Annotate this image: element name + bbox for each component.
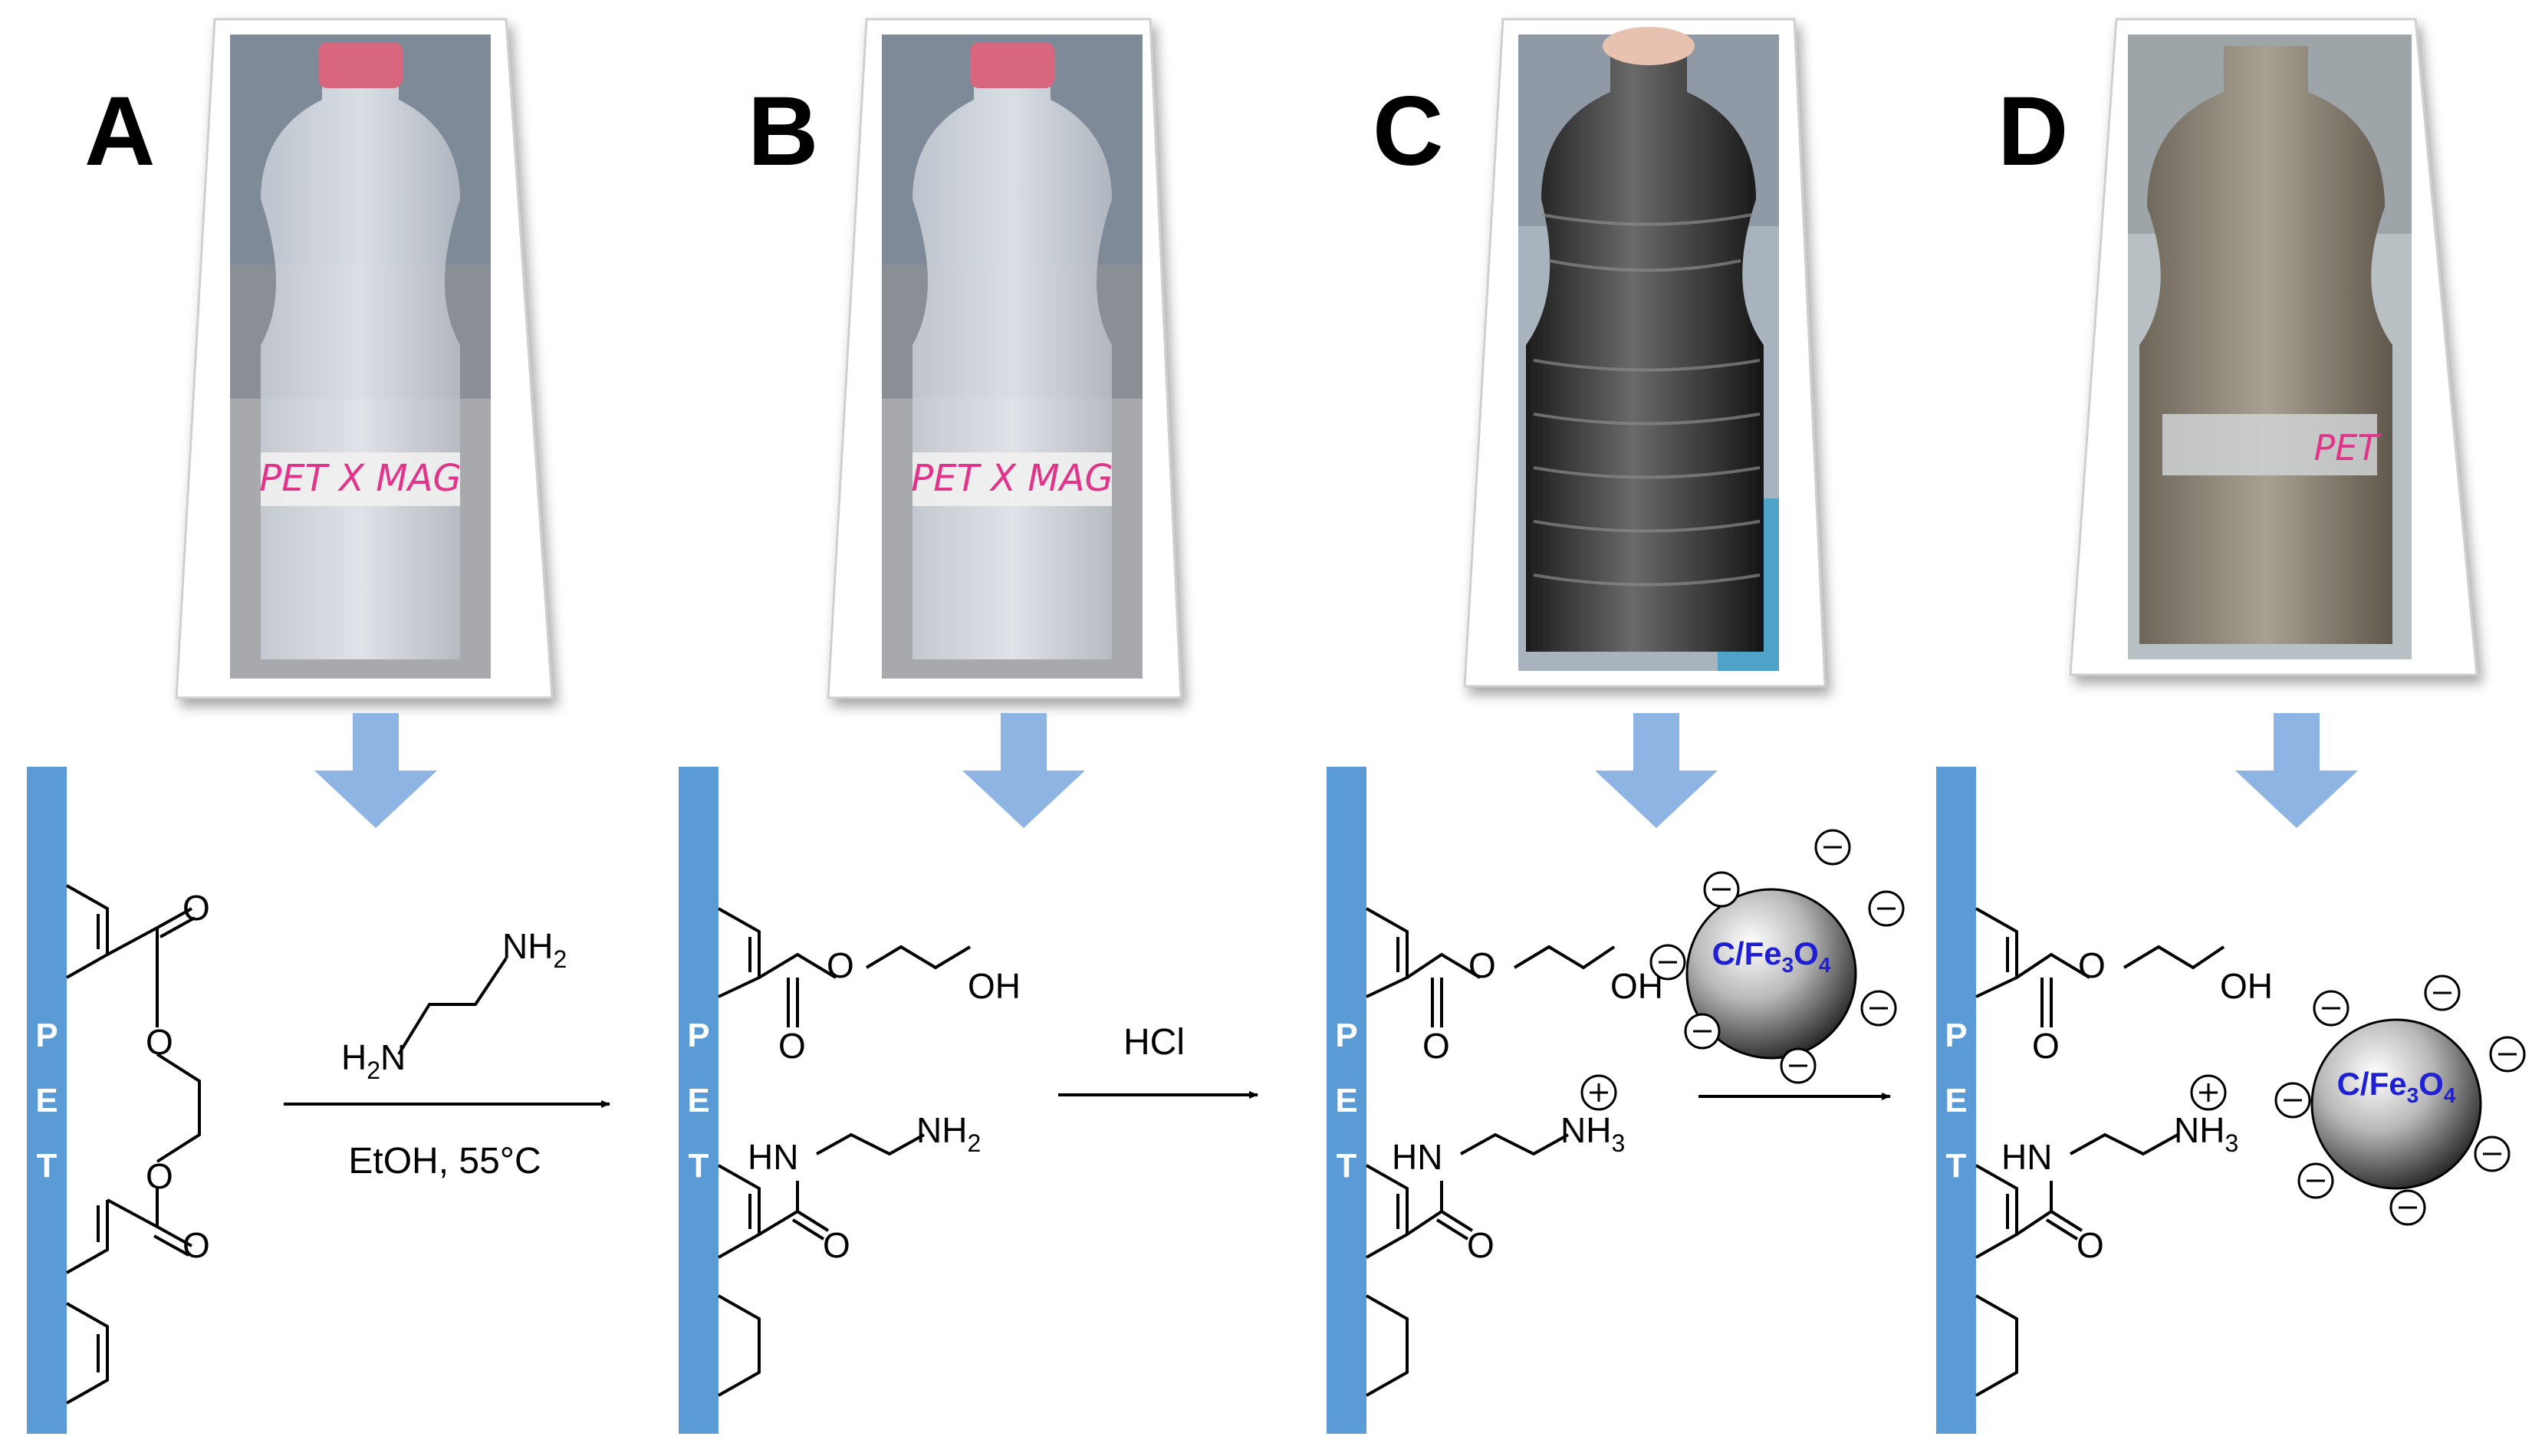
panel-letter-d: D: [1998, 77, 2068, 186]
magnetic-particle-d: C/Fe3O4: [2310, 1018, 2482, 1190]
atom-o: O: [1422, 1026, 1450, 1066]
particle-charges-c: [1684, 829, 1905, 1084]
svg-text:NH3: NH3: [2174, 1110, 2238, 1157]
step1-conditions: EtOH, 55°C: [348, 1141, 541, 1182]
atom-o: O: [146, 1156, 173, 1196]
label-text: 2: [553, 945, 567, 973]
pet-surface-d: P E T: [1936, 767, 1976, 1434]
label-text: E: [1335, 1082, 1357, 1119]
step2-reagent: HCl: [1123, 1022, 1185, 1063]
atom-o: O: [146, 1022, 173, 1062]
structure-d: [1975, 907, 2225, 1397]
charge-minus-c-oh: [1649, 944, 1686, 981]
photo-b: PET X MAG: [827, 18, 1182, 699]
panel-letter-a: A: [84, 77, 155, 186]
ethylenediamine: H2N NH2: [341, 926, 567, 1084]
label-text: H: [341, 1037, 367, 1077]
charge-plus-c-nh3: [1580, 1074, 1617, 1111]
photo-c: [1463, 18, 1827, 688]
label-text: P: [35, 1017, 58, 1054]
pet-surface-b: P E T: [679, 767, 718, 1434]
label-text: T: [1337, 1147, 1357, 1185]
atom-o: O: [183, 888, 210, 928]
label-text: P: [687, 1017, 709, 1054]
atom-hn: HN: [748, 1137, 798, 1177]
atom-o: O: [823, 1225, 850, 1265]
atom-oh: OH: [968, 966, 1021, 1006]
label-text: 3: [1782, 953, 1794, 977]
atom-hn: HN: [1392, 1137, 1442, 1177]
atom-o: O: [778, 1026, 806, 1066]
label-text: T: [1946, 1147, 1967, 1185]
label-text: 3: [1611, 1129, 1625, 1157]
atom-o: O: [2032, 1026, 2060, 1066]
label-text: C/Fe: [2337, 1066, 2407, 1102]
label-text: NH: [502, 926, 553, 966]
svg-text:NH2: NH2: [916, 1110, 981, 1157]
atom-oh: OH: [2220, 966, 2273, 1006]
pet-surface-a: P E T: [27, 767, 67, 1434]
bottle-label-d: PET: [2314, 427, 2382, 468]
atom-nh2: NH: [916, 1110, 967, 1150]
atom-nh3: NH: [2174, 1110, 2225, 1150]
particle-charges-d: [2274, 975, 2526, 1226]
label-text: E: [1945, 1082, 1967, 1119]
structure-c: [1366, 907, 1616, 1397]
label-text: E: [687, 1082, 709, 1119]
photo-d: PET: [2069, 18, 2478, 676]
label-text: P: [1335, 1017, 1357, 1054]
structure-a: [66, 884, 201, 1405]
svg-text:C/Fe3O4: C/Fe3O4: [2337, 1066, 2456, 1107]
label-text: E: [35, 1082, 58, 1119]
charge-plus-d-nh3: [2190, 1074, 2227, 1111]
panel-letter-c: C: [1373, 77, 1443, 186]
label-text: 4: [2444, 1083, 2456, 1107]
label-text: 2: [967, 1129, 981, 1157]
atom-hn: HN: [2001, 1137, 2052, 1177]
svg-text:NH2: NH2: [502, 926, 567, 973]
label-text: 2: [367, 1057, 380, 1084]
magnetic-particle-c: C/Fe3O4: [1685, 888, 1857, 1060]
bottle-label-b: PET X MAG: [911, 457, 1113, 500]
label-text: 3: [2225, 1129, 2238, 1157]
structure-b: [718, 907, 972, 1397]
svg-text:C/Fe3O4: C/Fe3O4: [1712, 935, 1831, 977]
label-text: 4: [1819, 953, 1831, 977]
svg-text:H2N: H2N: [341, 1037, 406, 1084]
bottle-label-a: PET X MAG: [259, 457, 461, 500]
panel-letter-b: B: [748, 77, 818, 186]
down-arrow-a: [314, 713, 437, 828]
label-text: O: [1794, 935, 1819, 971]
down-arrow-b: [962, 713, 1085, 828]
atom-o: O: [183, 1225, 210, 1265]
label-text: P: [1945, 1017, 1967, 1054]
down-arrow-d: [2235, 713, 2358, 828]
label-text: 3: [2407, 1083, 2419, 1107]
photo-a: PET X MAG: [175, 18, 554, 699]
atom-nh3: NH: [1560, 1110, 1611, 1150]
down-arrow-c: [1595, 713, 1718, 828]
svg-text:NH3: NH3: [1560, 1110, 1625, 1157]
atom-o: O: [2078, 945, 2106, 985]
atom-o: O: [2077, 1225, 2104, 1265]
atom-o: O: [1468, 945, 1496, 985]
label-text: N: [380, 1037, 406, 1077]
label-text: T: [37, 1147, 58, 1185]
atom-o: O: [1467, 1225, 1495, 1265]
pet-surface-c: P E T: [1327, 767, 1366, 1434]
label-text: C/Fe: [1712, 935, 1782, 971]
label-text: T: [689, 1147, 709, 1185]
label-text: O: [2419, 1066, 2444, 1102]
atom-o: O: [827, 945, 854, 985]
